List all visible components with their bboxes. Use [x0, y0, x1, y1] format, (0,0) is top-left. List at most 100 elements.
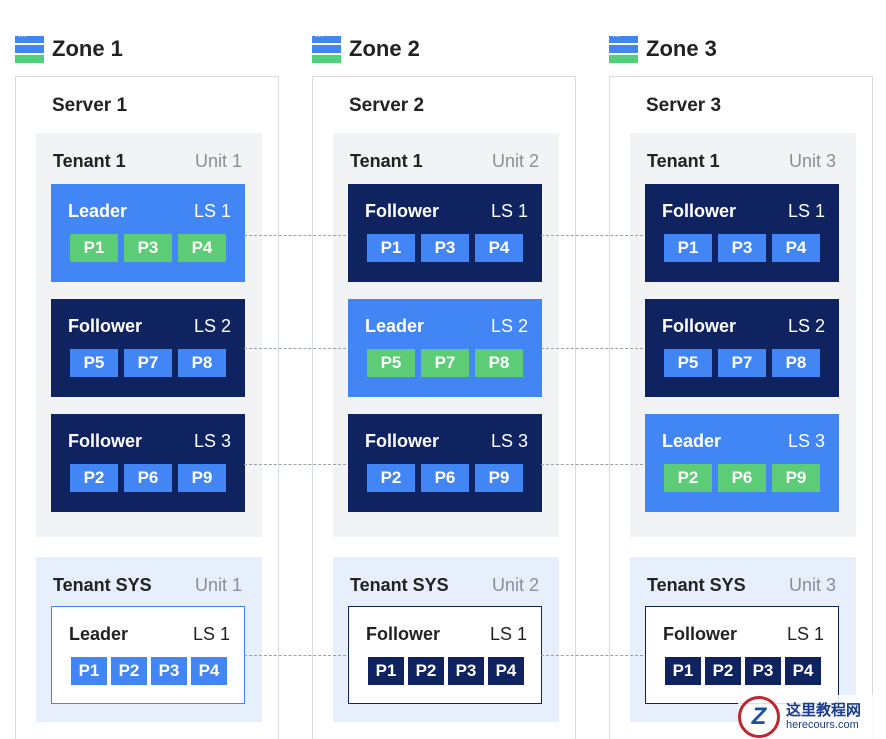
partition: P4 [191, 657, 227, 685]
ls-id: LS 3 [787, 431, 825, 451]
ls-role: Leader [365, 316, 425, 336]
partition: P7 [421, 349, 469, 377]
zone-3-header: Zone 3 [609, 32, 717, 64]
partition: P1 [368, 657, 404, 685]
partition-list: P5 P7 P8 [70, 349, 226, 377]
log-stream-1: Leader LS 1 P1 P3 P4 [51, 184, 245, 282]
ls-id: LS 1 [193, 201, 231, 221]
zone-title: Zone 1 [52, 36, 123, 61]
partition: P1 [71, 657, 107, 685]
log-stream-2: Leader LS 2 P5 P7 P8 [348, 299, 542, 397]
sys-log-stream: Follower LS 1 P1 P2 P3 P4 [348, 606, 542, 704]
ls-id: LS 2 [787, 316, 825, 336]
replication-line [541, 235, 643, 236]
log-stream-3: Follower LS 3 P2 P6 P9 [51, 414, 245, 512]
zone-1-header: Zone 1 [15, 32, 123, 64]
log-stream-3: Leader LS 3 P2 P6 P9 [645, 414, 839, 512]
tenant-name: Tenant 1 [647, 151, 720, 171]
log-stream-3: Follower LS 3 P2 P6 P9 [348, 414, 542, 512]
replication-line [541, 348, 643, 349]
tenant-1: Tenant 1 Unit 3 Follower LS 1 P1 P3 P4 F… [630, 133, 856, 537]
partition: P1 [665, 657, 701, 685]
replication-line [244, 464, 346, 465]
partition-list: P1 P3 P4 [664, 234, 820, 262]
unit-name: Unit 3 [788, 575, 836, 595]
log-stream-1: Follower LS 1 P1 P3 P4 [645, 184, 839, 282]
server-title: Server 1 [52, 95, 128, 116]
partition: P3 [745, 657, 781, 685]
partition-list: P2 P6 P9 [664, 464, 820, 492]
zone-icon [15, 32, 44, 63]
partition: P3 [421, 234, 469, 262]
partition: P5 [664, 349, 712, 377]
sys-log-stream: Leader LS 1 P1 P2 P3 P4 [51, 606, 245, 704]
partition: P6 [718, 464, 766, 492]
tenant-name: Tenant SYS [647, 575, 746, 595]
replication-line [244, 655, 346, 656]
tenant-name: Tenant 1 [53, 151, 126, 171]
partition: P4 [772, 234, 820, 262]
ls-id: LS 2 [490, 316, 528, 336]
partition: P4 [475, 234, 523, 262]
ls-id: LS 1 [787, 201, 825, 221]
unit-name: Unit 3 [788, 151, 836, 171]
ls-id: LS 1 [490, 201, 528, 221]
server-3: Server 3 Tenant 1 Unit 3 Follower LS 1 P… [609, 76, 873, 739]
tenant-name: Tenant SYS [350, 575, 449, 595]
watermark-text-cn: 这里教程网 [786, 701, 862, 719]
tenant-1: Tenant 1 Unit 2 Follower LS 1 P1 P3 P4 L… [333, 133, 559, 537]
unit-name: Unit 1 [194, 575, 242, 595]
zone-icon [609, 32, 638, 63]
partition: P8 [475, 349, 523, 377]
tenant-name: Tenant SYS [53, 575, 152, 595]
tenant-name: Tenant 1 [350, 151, 423, 171]
partition: P3 [448, 657, 484, 685]
tenant-sys: Tenant SYS Unit 2 Follower LS 1 P1 P2 P3… [333, 557, 559, 722]
partition: P2 [408, 657, 444, 685]
watermark-logo-icon: Z [738, 696, 780, 738]
ls-id: LS 3 [193, 431, 231, 451]
partition-list: P1 P3 P4 [367, 234, 523, 262]
partition: P8 [178, 349, 226, 377]
ls-role: Follower [663, 624, 738, 644]
partition-list: P1 P2 P3 P4 [665, 657, 821, 685]
tenant-sys: Tenant SYS Unit 3 Follower LS 1 P1 P2 P3… [630, 557, 856, 722]
unit-name: Unit 2 [491, 575, 539, 595]
partition: P3 [124, 234, 172, 262]
partition: P9 [772, 464, 820, 492]
ls-role: Follower [366, 624, 441, 644]
zone-title: Zone 2 [349, 36, 420, 61]
server-title: Server 3 [646, 95, 722, 116]
ls-role: Follower [662, 316, 737, 336]
zone-icon [312, 32, 341, 63]
partition: P1 [664, 234, 712, 262]
ls-id: LS 3 [490, 431, 528, 451]
watermark-text-en: herecours.com [786, 719, 859, 732]
zone-2-header: Zone 2 [312, 32, 420, 64]
ls-role: Follower [365, 201, 440, 221]
watermark: Z 这里教程网 herecours.com [738, 695, 886, 739]
ls-role: Follower [68, 316, 143, 336]
partition: P6 [421, 464, 469, 492]
ls-id: LS 1 [489, 624, 527, 644]
sys-log-stream: Follower LS 1 P1 P2 P3 P4 [645, 606, 839, 704]
partition-list: P2 P6 P9 [367, 464, 523, 492]
ls-id: LS 1 [786, 624, 824, 644]
partition: P8 [772, 349, 820, 377]
partition-list: P2 P6 P9 [70, 464, 226, 492]
partition: P5 [70, 349, 118, 377]
partition-list: P1 P3 P4 [70, 234, 226, 262]
server-1: Server 1 Tenant 1 Unit 1 Leader LS 1 P1 … [15, 76, 279, 739]
partition: P2 [705, 657, 741, 685]
partition: P2 [367, 464, 415, 492]
log-stream-2: Follower LS 2 P5 P7 P8 [645, 299, 839, 397]
replication-line [541, 464, 643, 465]
server-2: Server 2 Tenant 1 Unit 2 Follower LS 1 P… [312, 76, 576, 739]
tenant-1: Tenant 1 Unit 1 Leader LS 1 P1 P3 P4 Fol… [36, 133, 262, 537]
partition: P3 [151, 657, 187, 685]
unit-name: Unit 1 [194, 151, 242, 171]
partition: P1 [367, 234, 415, 262]
ls-id: LS 1 [192, 624, 230, 644]
ls-role: Follower [365, 431, 440, 451]
ls-id: LS 2 [193, 316, 231, 336]
